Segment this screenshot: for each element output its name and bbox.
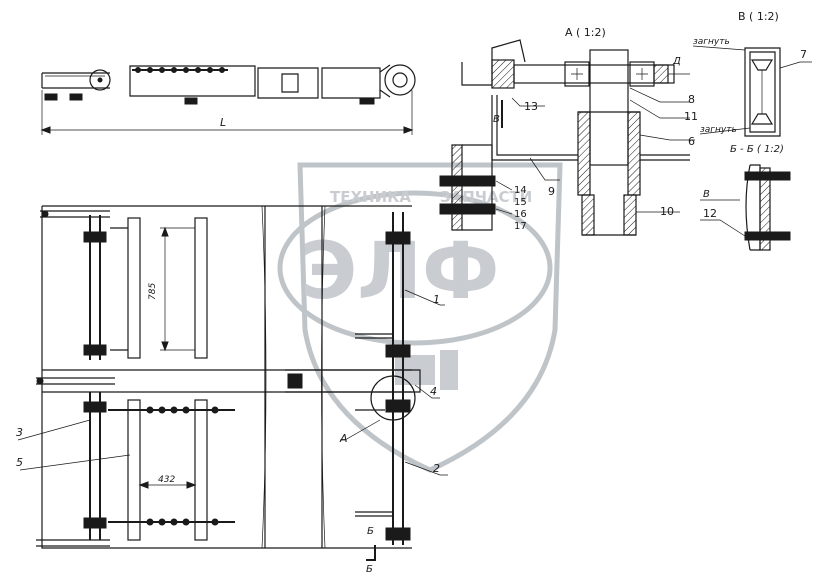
part-label-6: 6 [688,135,695,148]
detail-mark-a: А [339,432,348,445]
section-bb-title: Б - Б ( 1:2) [730,144,784,155]
section-mark-1: Б [367,526,374,537]
watermark-text-right: ЗАПЧАСТИ [440,188,532,206]
bend-label-top: загнуть [693,37,730,47]
section-bb: Б - Б ( 1:2) В 12 [700,144,791,251]
dimension-overall: L [220,116,226,129]
part-label-13: 13 [524,100,538,113]
part-label-4: 4 [430,385,437,398]
detail-b: В ( 1:2) загнуть 7 загнуть [692,10,812,137]
part-label-9: 9 [548,185,555,198]
part-label-12: 12 [703,207,717,220]
section-mark-2: Б [366,564,373,575]
view-v-label: В [493,114,500,125]
section-mark-bb: Б Б [366,526,376,575]
chain-top [132,67,228,73]
mark-d: Д [672,56,681,67]
view-v-small: В [703,189,710,200]
part-label-16: 16 [514,209,527,220]
detail-a: А ( 1:2) Д В [439,26,698,236]
cross-bars-upper: 785 [110,217,208,359]
dimension-lower: 432 [158,475,175,485]
part-label-1: 1 [433,293,440,306]
right-rod [285,212,421,545]
watermark-text-left: ТЕХНИКА [330,188,411,206]
part-label-5: 5 [16,456,23,469]
detail-a-title: А ( 1:2) [565,26,606,39]
part-label-15: 15 [514,197,527,208]
part-label-14: 14 [514,185,527,196]
cross-bars-lower: 432 [108,399,235,541]
part-label-10: 10 [660,205,674,218]
bend-label-mid: загнуть [700,125,737,135]
dimension-upper: 785 [148,283,158,300]
watermark: ТЕХНИКА ЗАПЧАСТИ ЭЛФ [277,162,563,473]
part-label-2: 2 [433,462,440,475]
part-label-17: 17 [514,221,527,232]
part-label-8: 8 [688,93,695,106]
side-view: L [40,64,416,135]
left-rod-upper [40,210,110,360]
part-label-7: 7 [800,48,807,61]
detail-b-title: В ( 1:2) [738,10,779,23]
part-label-11: 11 [684,110,698,123]
plan-view: 785 432 [16,205,448,575]
part-label-3: 3 [16,426,23,439]
left-rod-lower [36,377,115,547]
